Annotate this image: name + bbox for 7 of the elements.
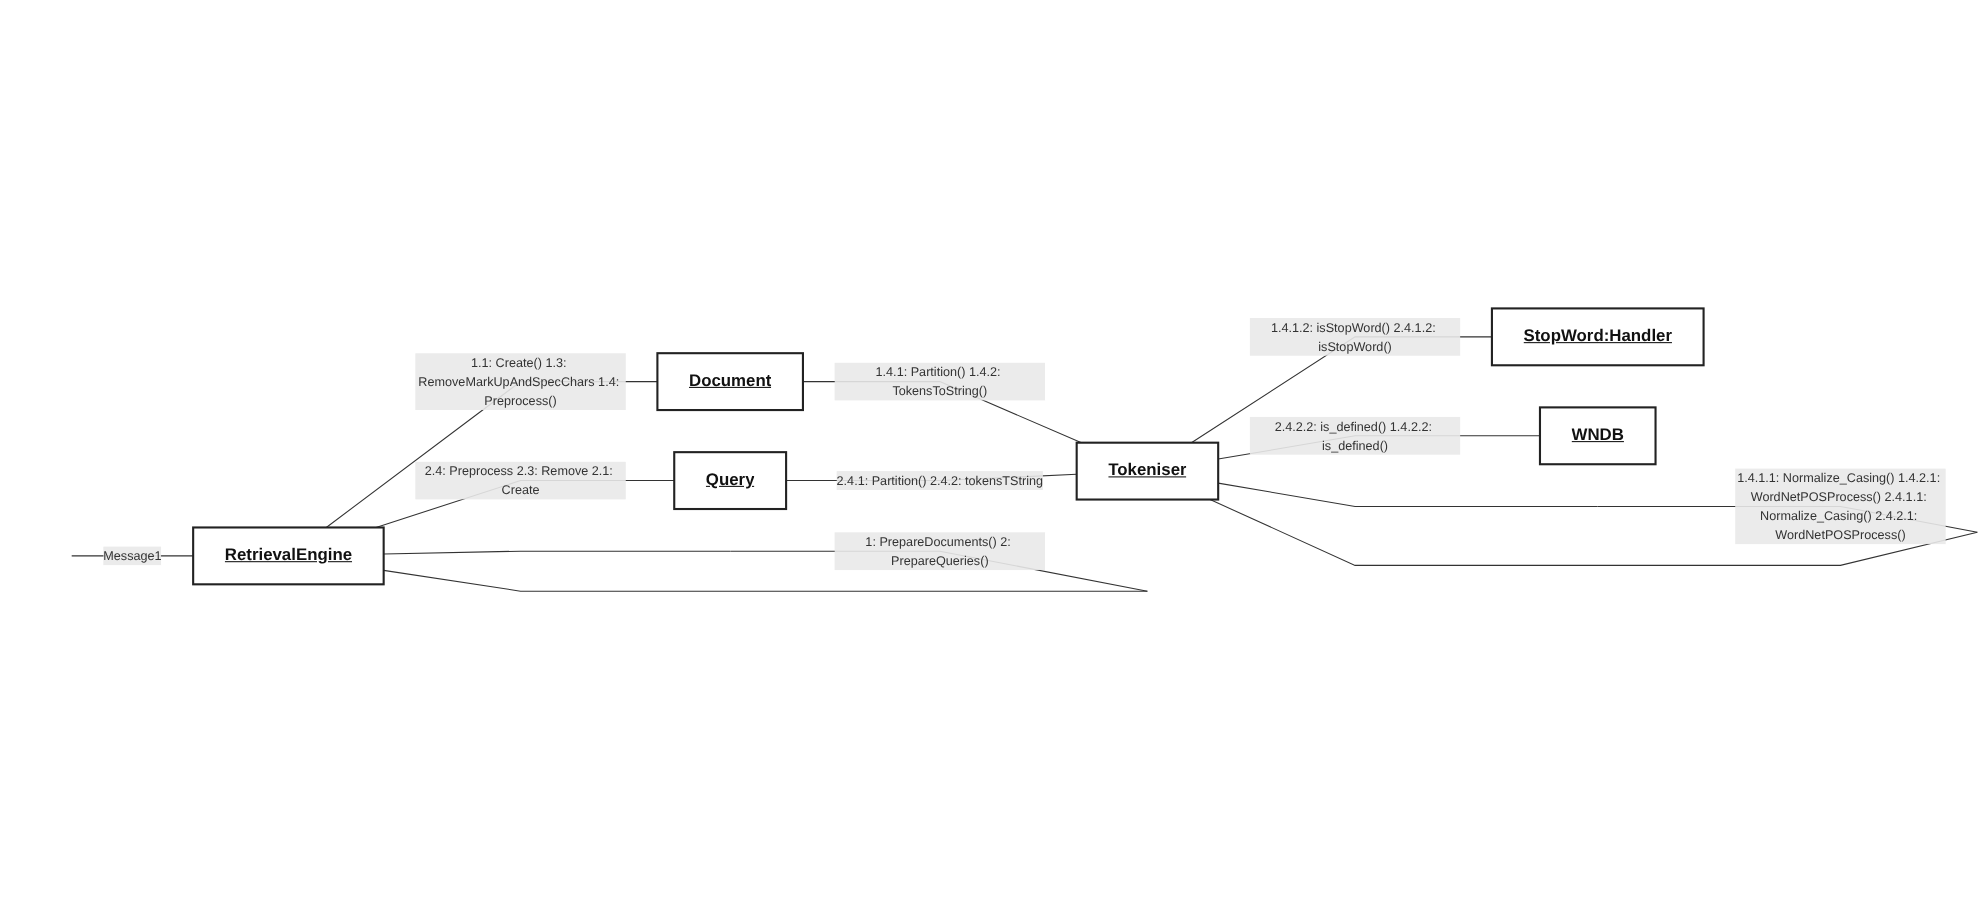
connector — [325, 380, 658, 528]
node-box: Document — [656, 351, 804, 411]
node-box: Query — [673, 450, 788, 510]
node-box: WNDB — [1538, 405, 1657, 465]
node-box: RetrievalEngine — [192, 525, 385, 585]
node-box: StopWord:Handler — [1490, 306, 1705, 366]
node-box: Tokeniser — [1075, 440, 1220, 500]
